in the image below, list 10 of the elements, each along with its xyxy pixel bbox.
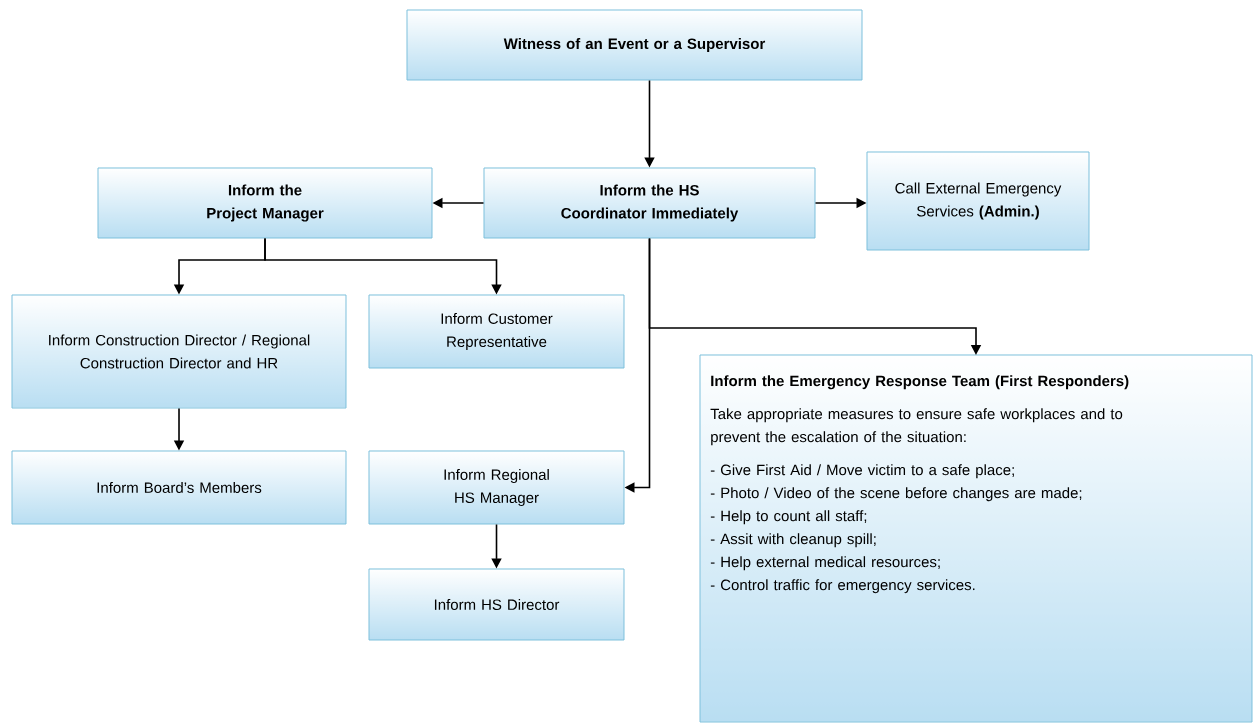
instruction-box: Inform the Emergency Response Team (First Responders) Take appropriate measures to ensure safe workplaces and to prevent the escalation of the situation: - Give First Aid / Move victim to a safe place; - Photo / Video of the scene before changes are made; - Help to count all staff; - Assit with cleanup spill; - Help external medical resources; - Control traffic for emergency services. <box>699 354 1253 723</box>
process-box: Inform Board’s Members <box>11 450 347 525</box>
process-box: Inform Customer Representative <box>368 294 625 369</box>
start-box: Witness of an Event or a Supervisor <box>406 9 863 81</box>
process-box: Inform Construction Director / Regional Construction Director and HR <box>11 294 347 409</box>
process-box: Inform HS Director <box>368 568 625 641</box>
process-box: Inform the HS Coordinator Immediately <box>483 167 816 239</box>
process-box: Inform the Project Manager <box>97 167 433 239</box>
process-box: Inform Regional HS Manager <box>368 450 625 525</box>
process-box: Call External Emergency Services (Admin.) <box>866 151 1090 251</box>
